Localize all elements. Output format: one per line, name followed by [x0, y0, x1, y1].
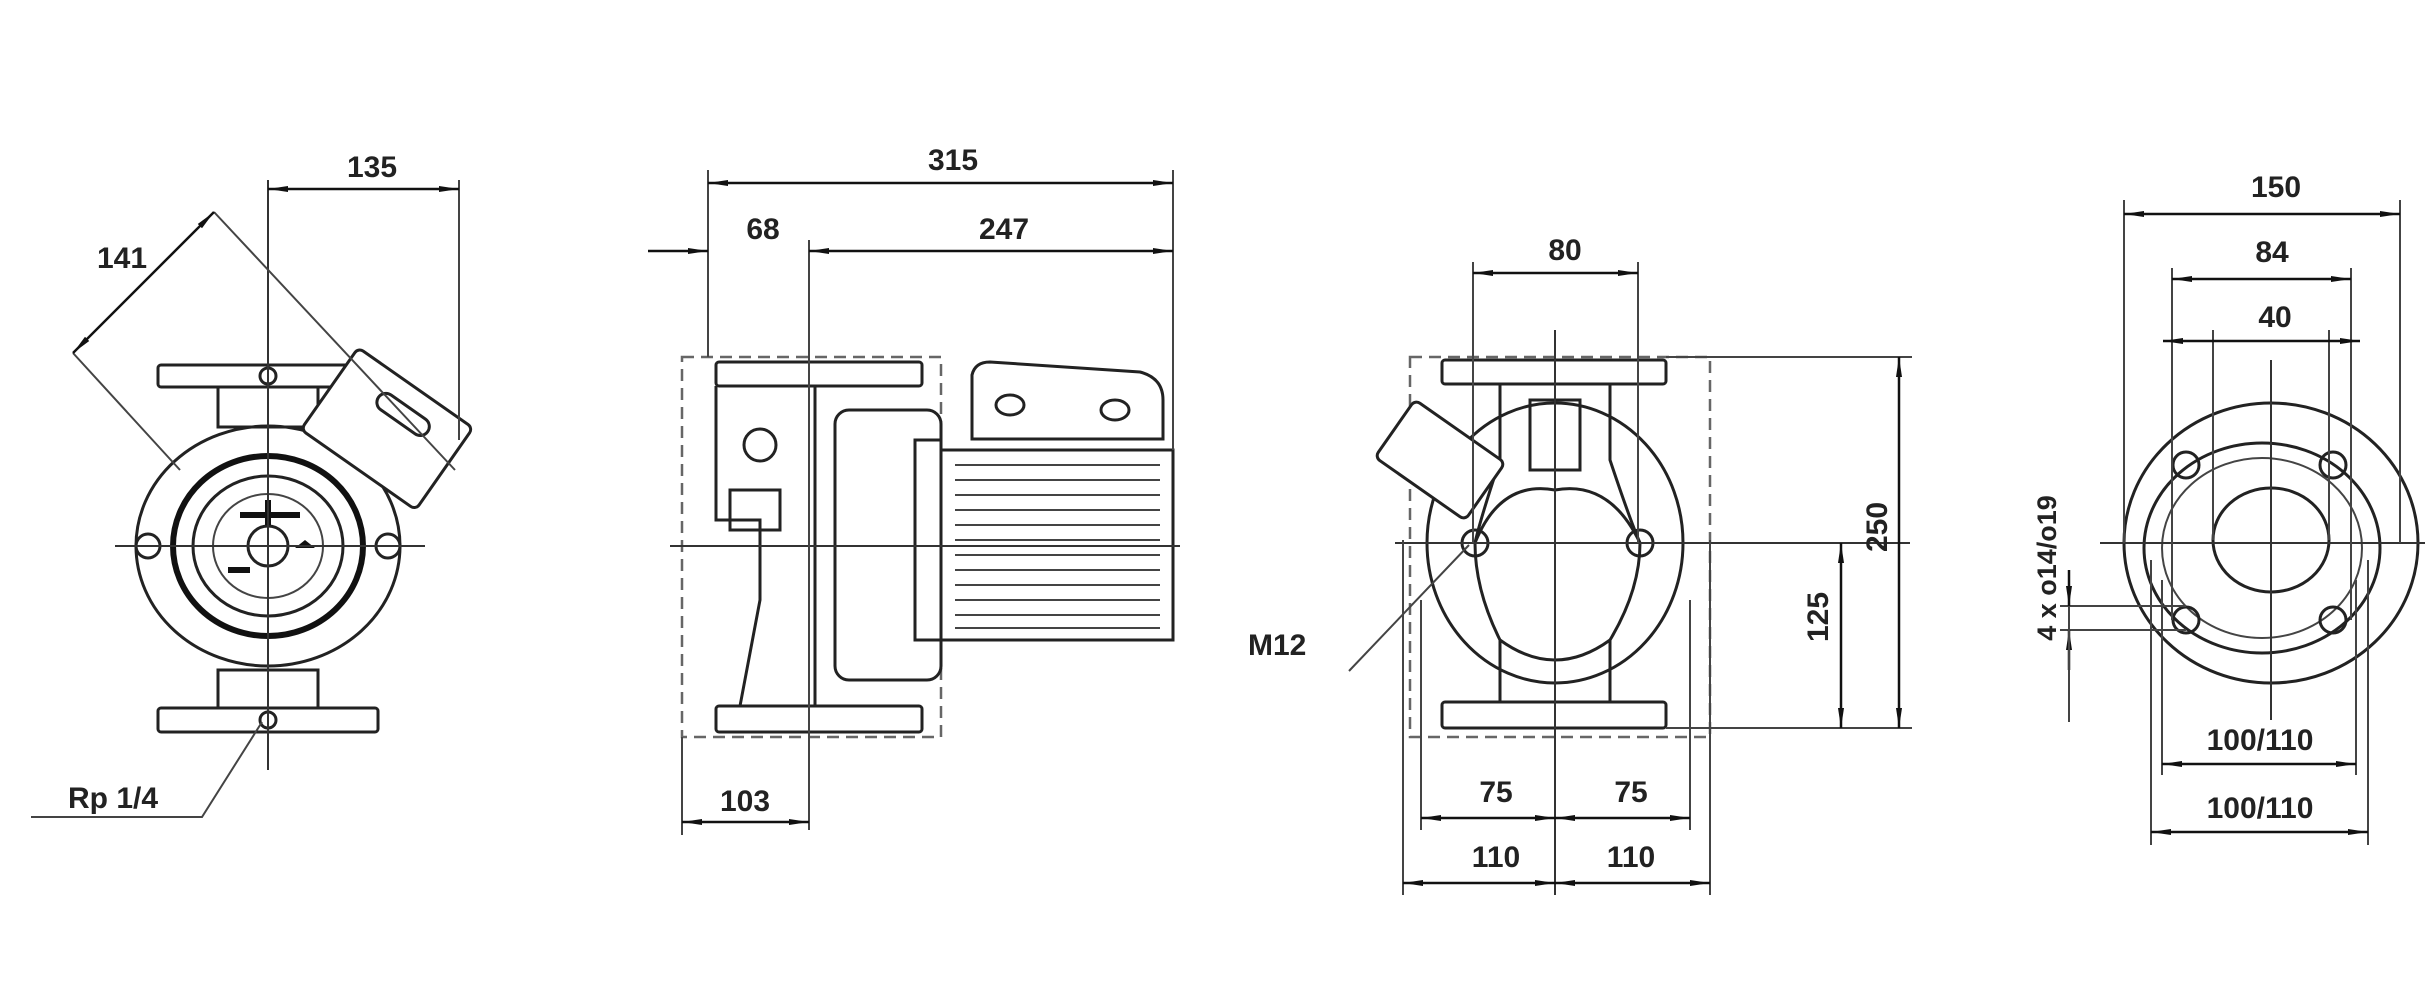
dim-80: 80	[1472, 234, 1639, 543]
flange-view: 150 84 40 4 x o14/o19 100/110	[2032, 171, 2425, 845]
dim-80-label: 80	[1548, 234, 1581, 267]
dim-100-110-label-1: 100/110	[2207, 724, 2314, 757]
dim-84: 84	[2171, 236, 2352, 620]
side-view: 315 68 247 103	[648, 144, 1180, 835]
terminal-box	[1375, 400, 1505, 520]
dim-84-label: 84	[2255, 236, 2289, 269]
dim-103-label: 103	[720, 785, 770, 818]
dim-150: 150	[2123, 171, 2401, 543]
end-view-pump-body	[134, 348, 473, 734]
dim-68-label: 68	[746, 213, 779, 246]
motor-fins	[955, 464, 1160, 629]
dim-250: 250	[1666, 356, 1912, 729]
end-view-centerlines	[115, 180, 425, 770]
port-label: Rp 1/4	[68, 782, 158, 815]
dim-141-label: 141	[97, 242, 147, 275]
dim-40: 40	[2163, 301, 2360, 540]
dim-100-110-label-2: 100/110	[2207, 792, 2314, 825]
dim-110-right-label: 110	[1607, 841, 1655, 874]
thread-m12: M12	[1248, 544, 1470, 672]
port-rp-1-4: Rp 1/4	[31, 721, 263, 818]
thread-label: M12	[1248, 629, 1306, 662]
dim-141: 141	[72, 211, 456, 471]
dim-125-label: 125	[1802, 592, 1835, 642]
terminal-box	[970, 360, 1165, 441]
hole-callout: 4 x o14/o19	[2032, 495, 2186, 722]
dim-135: 135	[268, 151, 460, 440]
end-view: 135 141 Rp 1/4	[31, 151, 473, 818]
flange-centerlines	[2100, 360, 2425, 720]
dim-315-label: 315	[928, 144, 978, 177]
front-view: 80 250 125 M12 75 75 11	[1248, 234, 1912, 895]
dim-247-label: 247	[979, 213, 1029, 246]
dim-75-75: 75 75	[1420, 600, 1691, 830]
dim-125: 125	[1802, 543, 1844, 728]
hole-label: 4 x o14/o19	[2032, 495, 2062, 641]
dim-75-left-label: 75	[1479, 776, 1512, 809]
dim-100-110-inner: 100/110	[2161, 580, 2357, 775]
dim-68-247: 68 247	[648, 213, 1173, 830]
dim-110-110: 110 110	[1402, 540, 1711, 895]
dim-103: 103	[681, 737, 809, 835]
terminal-box	[301, 348, 473, 510]
dim-135-label: 135	[347, 151, 397, 184]
dim-75-right-label: 75	[1614, 776, 1647, 809]
dim-150-label: 150	[2251, 171, 2301, 204]
dim-315: 315	[707, 144, 1174, 450]
dim-40-label: 40	[2258, 301, 2291, 334]
dim-110-left-label: 110	[1472, 841, 1520, 874]
dim-250-label: 250	[1861, 502, 1894, 552]
dim-100-110-outer: 100/110	[2150, 560, 2369, 845]
front-view-centerlines	[1395, 330, 1910, 895]
